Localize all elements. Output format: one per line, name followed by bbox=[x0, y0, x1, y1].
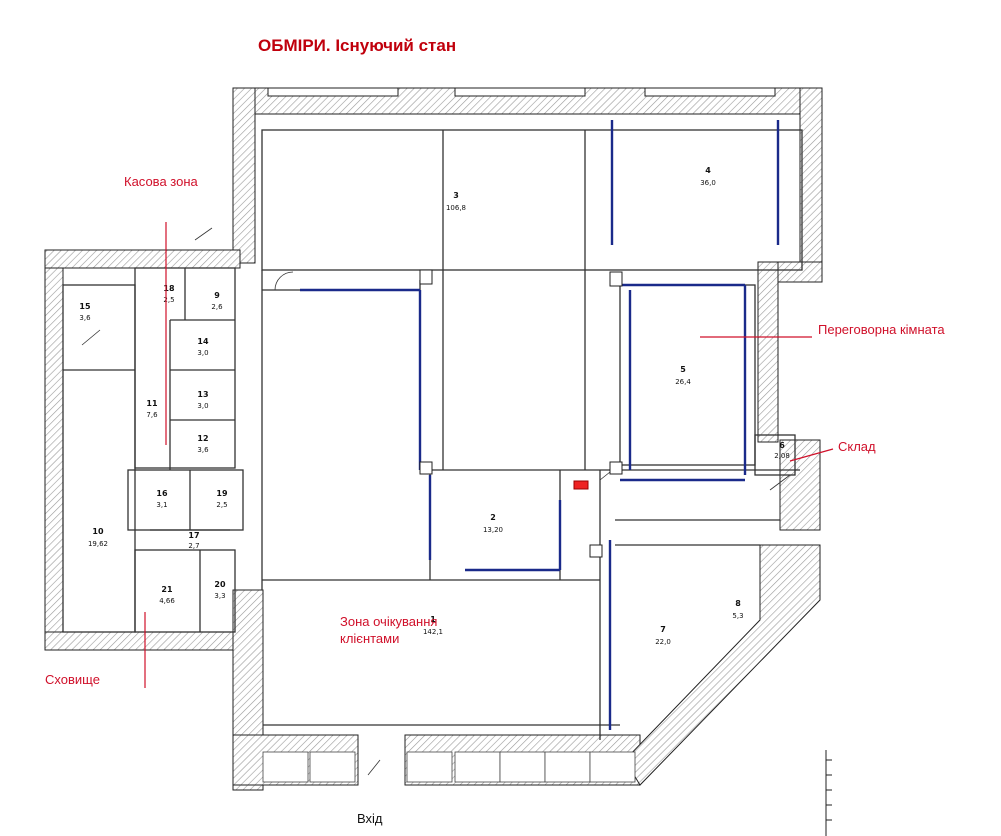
room-18-number: 18 bbox=[163, 284, 175, 293]
room-9-number: 9 bbox=[214, 291, 220, 300]
windows-bottom bbox=[262, 751, 636, 783]
room-6-area: 2,08 bbox=[774, 452, 790, 460]
room-16-area: 3,1 bbox=[156, 501, 167, 509]
room-8-number: 8 bbox=[735, 599, 741, 608]
room-19-area: 2,5 bbox=[216, 501, 227, 509]
room-16-number: 16 bbox=[156, 489, 168, 498]
room-4-number: 4 bbox=[705, 166, 711, 175]
room-12-area: 3,6 bbox=[197, 446, 209, 454]
room-3-number: 3 bbox=[453, 191, 459, 200]
windows-top bbox=[267, 87, 776, 97]
room-12-number: 12 bbox=[197, 434, 208, 443]
room-4-area: 36,0 bbox=[700, 179, 716, 187]
entrance-label: Вхід bbox=[357, 811, 383, 826]
room-15-area: 3,6 bbox=[79, 314, 91, 322]
room-14-number: 14 bbox=[197, 337, 209, 346]
room-7-area: 22,0 bbox=[655, 638, 671, 646]
room-11-area: 7,6 bbox=[146, 411, 158, 419]
room-17-area: 2,7 bbox=[188, 542, 199, 550]
storage-room-label: Склад bbox=[838, 439, 876, 454]
room-2-number: 2 bbox=[490, 513, 496, 522]
room-9-area: 2,6 bbox=[211, 303, 223, 311]
room-20-number: 20 bbox=[214, 580, 226, 589]
room-15-number: 15 bbox=[79, 302, 91, 311]
room-5-number: 5 bbox=[680, 365, 686, 374]
columns bbox=[419, 269, 623, 558]
room-19-number: 19 bbox=[216, 489, 228, 498]
safe-marker bbox=[573, 480, 589, 490]
room-21-number: 21 bbox=[161, 585, 173, 594]
room-3-area: 106,8 bbox=[446, 204, 466, 212]
vault-label: Сховище bbox=[45, 672, 100, 687]
room-17-number: 17 bbox=[188, 531, 199, 540]
plan-title: ОБМІРИ. Існуючий стан bbox=[258, 36, 457, 55]
room-10-number: 10 bbox=[92, 527, 104, 536]
room-14-area: 3,0 bbox=[197, 349, 208, 357]
annotation-leaders bbox=[144, 222, 834, 688]
room-21-area: 4,66 bbox=[159, 597, 175, 605]
cash-zone-label: Касова зона bbox=[124, 174, 198, 189]
room-11-number: 11 bbox=[146, 399, 158, 408]
meeting-room-label: Переговорна кімната bbox=[818, 322, 945, 337]
room-1-area: 142,1 bbox=[423, 628, 443, 636]
room-18-area: 2,5 bbox=[163, 296, 174, 304]
scale-bar bbox=[825, 750, 832, 836]
new-partitions bbox=[300, 120, 780, 730]
door-swings bbox=[81, 227, 791, 776]
room-13-number: 13 bbox=[197, 390, 208, 399]
outer-walls bbox=[44, 87, 823, 791]
room-labels: 1 142,1 2 13,20 3 106,8 4 36,0 5 26,4 6 … bbox=[79, 166, 789, 646]
room-8-area: 5,3 bbox=[732, 612, 743, 620]
room-1-number: 1 bbox=[430, 615, 436, 624]
room-5-area: 26,4 bbox=[675, 378, 691, 386]
room-13-area: 3,0 bbox=[197, 402, 208, 410]
room-10-area: 19,62 bbox=[88, 540, 108, 548]
interior-walls bbox=[62, 129, 803, 740]
waiting-zone-label: Зона очікування клієнтами bbox=[340, 614, 438, 646]
room-2-area: 13,20 bbox=[483, 526, 503, 534]
room-6-number: 6 bbox=[779, 441, 785, 450]
room-20-area: 3,3 bbox=[214, 592, 225, 600]
room-7-number: 7 bbox=[660, 625, 666, 634]
